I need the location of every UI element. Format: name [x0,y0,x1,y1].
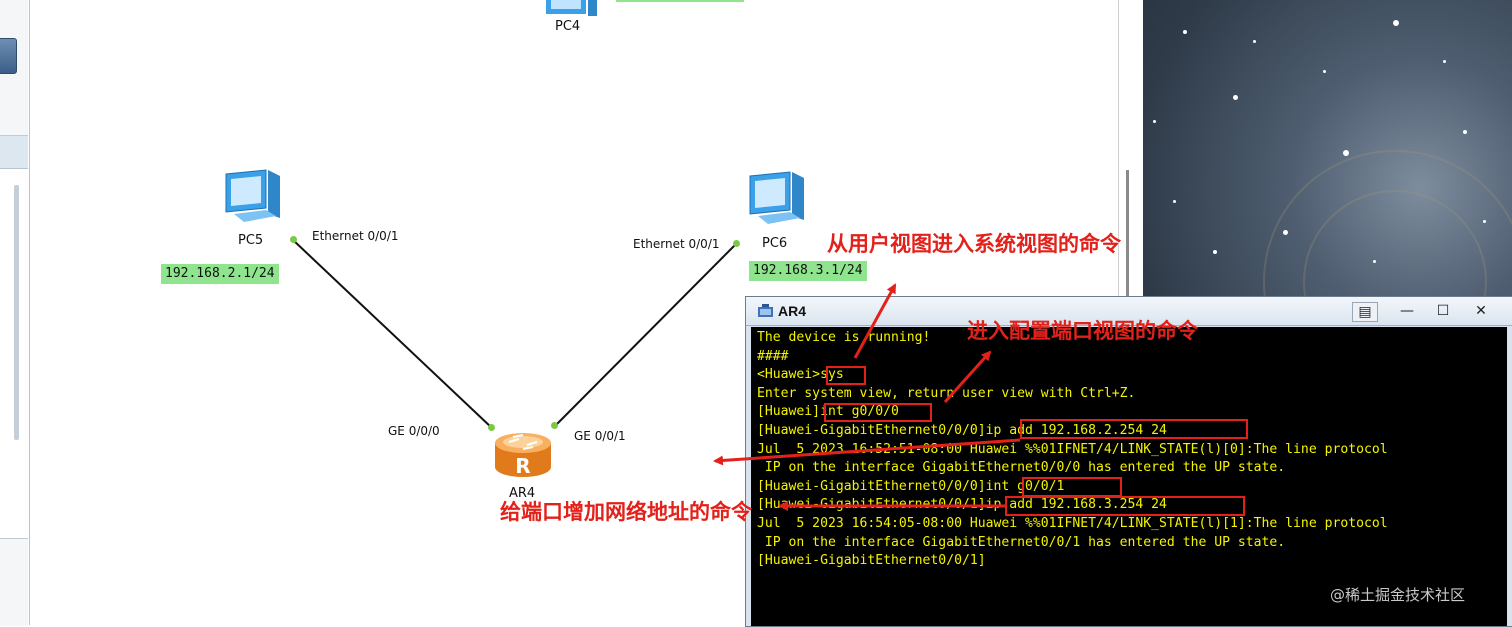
port-dot-ar4-left [488,424,495,431]
splitter-scrollbar[interactable] [1126,170,1129,300]
terminal-line: IP on the interface GigabitEthernet0/0/0… [757,460,1286,476]
terminal-line: Enter system view, return user view with… [757,385,1136,401]
terminal-app-icon [758,304,773,317]
pc6-ip-label: 192.168.3.1/24 [749,261,867,281]
annotation-ip-add: 给端口增加网络地址的命令 [500,500,752,524]
terminal-line: Jul 5 2023 16:52:51-08:00 Huawei %%01IFN… [757,441,1388,457]
highlight-ip-add-3-command [1005,496,1245,516]
highlight-int-g000-command [824,403,932,422]
highlight-ip-add-2-command [1020,419,1248,439]
pc4-icon[interactable] [546,0,597,16]
annotation-int-view: 进入配置端口视图的命令 [967,319,1198,343]
left-device-panel [0,0,30,626]
pc5-icon[interactable] [225,169,280,222]
panel-header-bar [0,136,28,169]
watermark: @稀土掘金技术社区 [1330,586,1466,604]
port-dot-pc5 [290,236,297,243]
maximize-icon[interactable]: ☐ [1436,303,1450,319]
panel-scrollbar[interactable] [14,185,19,440]
router-icon-letter: R [515,454,530,478]
pc6-icon[interactable] [749,171,804,224]
terminal-line: [Huawei-GigabitEthernet0/0/1] [757,553,986,569]
terminal-line: #### [757,348,789,364]
terminal-line: <Huawei>sys [757,367,844,383]
pc6-port-label: Ethernet 0/0/1 [633,237,720,251]
pc6-label: PC6 [762,236,788,251]
ar4-port-left-label: GE 0/0/0 [388,424,440,438]
port-dot-ar4-right [551,422,558,429]
link-pc5-ar4 [292,239,493,429]
terminal-line: [Huawei]int g0/0/0 [757,404,899,420]
close-icon[interactable]: ✕ [1475,303,1487,319]
ar4-label: AR4 [509,486,536,501]
pc5-port-label: Ethernet 0/0/1 [312,229,399,243]
highlight-int-g001-command [1022,477,1122,497]
terminal-line: IP on the interface GigabitEthernet0/0/1… [757,534,1286,550]
terminal-window-ar4[interactable]: AR4 ▤ — ☐ ✕ The device is running! #### … [745,296,1512,627]
terminal-line: [Huawei-GigabitEthernet0/0/1]ip add 192.… [757,497,1167,513]
pc4-label: PC4 [555,19,581,34]
minimize-icon[interactable]: — [1400,303,1414,319]
panel-bottom-area [0,538,28,626]
terminal-line: [Huawei-GigabitEthernet0/0/0]int g0/0/1 [757,478,1065,494]
switch-device-icon[interactable] [0,38,17,74]
terminal-line: Jul 5 2023 16:54:05-08:00 Huawei %%01IFN… [757,515,1388,531]
ar4-port-right-label: GE 0/0/1 [574,429,626,443]
highlight-sys-command [826,366,866,385]
port-dot-pc6 [733,240,740,247]
terminal-title: AR4 [778,303,807,319]
pc5-label: PC5 [238,233,264,248]
restore-panel-icon[interactable]: ▤ [1352,302,1378,322]
router-ar4-icon[interactable]: R [495,433,551,478]
annotation-sys-view: 从用户视图进入系统视图的命令 [827,232,1121,256]
pc4-ip-label-partial [616,0,744,2]
pc5-ip-label: 192.168.2.1/24 [161,264,279,284]
link-pc6-ar4 [554,242,738,427]
